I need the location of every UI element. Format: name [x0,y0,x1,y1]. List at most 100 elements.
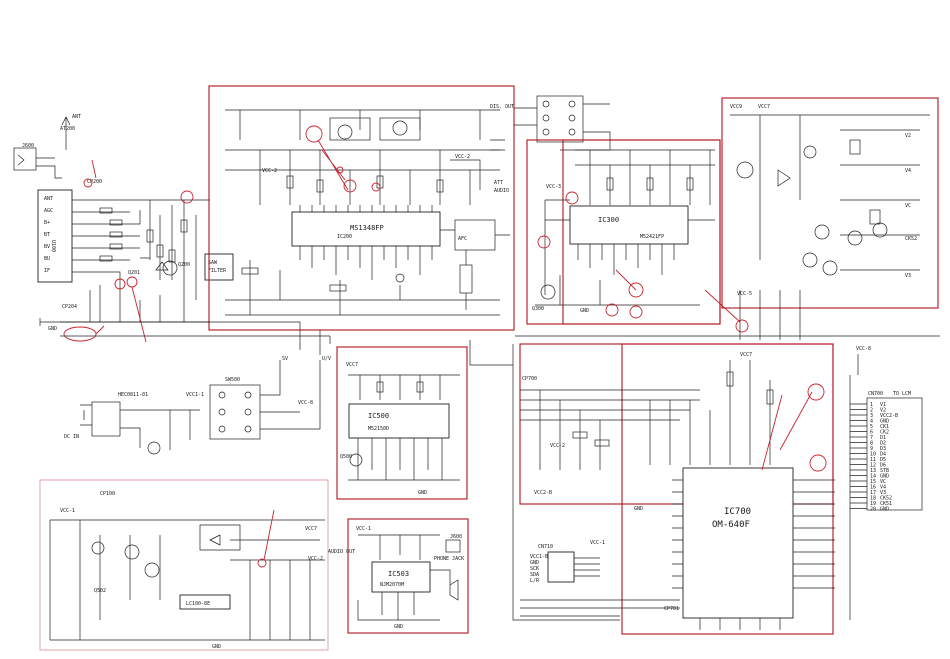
dc-in-label: DC IN [64,434,79,440]
svg-text:GND: GND [634,506,643,512]
vcc2-label: VCC-2 [262,168,277,174]
cn700-pin-number: 7 [870,435,873,441]
to-lcm-label: TO LCM [893,391,911,397]
gnd-ps-label: GND [212,644,221,650]
vcc1-cn-label: VCC-1 [590,540,605,546]
cn700-label: CN700 [868,391,883,397]
vcc9-label: VCC9 [730,104,742,110]
power-switch [209,384,261,440]
ic500-label: IC500 [368,412,389,420]
cn710-connector: CN710 VCC1-B GND SCK SDA L/R VCC-1 [530,540,605,584]
ic700-chip [682,467,794,619]
vcc8-sw-label: VCC-8 [298,400,313,406]
power-supply-outline [39,479,329,651]
gnd-500-label: GND [418,490,427,496]
audio-label: AUDIO [494,188,509,194]
cn700-pin-label: D5 [880,457,886,463]
cn700-pin-label: GND [880,507,889,513]
svg-text:SV: SV [282,356,288,362]
markup-circle [343,179,357,193]
svg-text:J600: J600 [450,534,462,540]
cn700-pin-number: 3 [870,413,873,419]
markup-circle [605,303,619,317]
ms1348fp-label: MS1348FP [350,224,384,232]
vcc7-500-label: VCC7 [346,362,358,368]
ic700-block: CP700 VCC-2 VCC2-B VCC7 IC700 OM-640F CP… [512,343,835,635]
phone-jack-label: PHONE JACK [434,556,464,562]
ic500-chip [348,403,450,439]
cn700-pin-label: V3 [880,490,886,496]
ic503-label: IC503 [388,570,409,578]
markup-circle [629,305,643,319]
cn700-pin-number: 4 [870,419,873,425]
ic500-block: VCC7 IC500 M52150D GND Q500 [336,346,468,500]
svg-text:IF: IF [44,268,50,274]
markup-circle [257,558,267,568]
lc100-8e-chip [179,594,231,610]
svg-text:V4: V4 [905,168,911,174]
cn700-pin-label: D6 [880,463,886,469]
svg-text:L/R: L/R [530,578,540,584]
ic200-label: IC200 [337,234,352,240]
cn700-pin-label: V1 [880,402,886,408]
markup-circle [735,319,749,333]
svg-text:SCK: SCK [530,566,539,572]
dc-jack-label: HEC0811-01 [118,392,148,398]
cp701-label: CP701 [664,606,679,612]
saw-filter [204,253,234,281]
cn700-pin-number: 5 [870,424,873,430]
deflection-block: VCC9 VCC7 V2 V4 VC CK52 V3 VCC-5 [721,97,939,340]
cn700-pin-label: V2 [880,408,886,414]
cn700-pin-label: CK51 [880,501,892,507]
svg-text:CP200: CP200 [87,179,102,185]
markup-circle [807,383,825,401]
gnd-503-label: GND [394,624,403,630]
ic503-block: VCC-1 IC503 NJM2070M J600 PHONE JACK GND… [328,518,469,634]
cn700-pin-number: 10 [870,452,876,458]
cn700-pin-number: 14 [870,474,876,480]
cn700-pin-number: 12 [870,463,876,469]
ic300-label: IC300 [598,216,619,224]
svg-text:Q502: Q502 [94,588,106,594]
ic500-outline [336,346,468,500]
cn700-pin-label: V4 [880,485,886,491]
svg-text:CK52: CK52 [905,236,917,242]
display-switches [514,95,611,151]
svg-text:SDA: SDA [530,572,539,578]
markup-circle [126,276,138,288]
svg-text:VCC1-1: VCC1-1 [186,392,204,398]
vcc2b-700-label: VCC2-B [534,490,552,496]
cn700-pin-number: 6 [870,430,873,436]
vcc2-700-label: VCC-2 [550,443,565,449]
audio-out-label: AUDIO OUT [328,549,355,555]
u100-label: U100 [50,240,56,252]
markup-circle [537,235,551,249]
cn700-pin-label: GND [880,419,889,425]
att-label: ATT [494,180,503,186]
svg-text:BU: BU [44,256,50,262]
power-supply-block: VCC-1 LC100-8E VCC7 VCC-2 GND CP100 Q502 [39,479,329,651]
gnd-300-label: GND [580,308,589,314]
markup-circle [114,278,126,290]
svg-text:GND: GND [530,560,539,566]
markup-circle [628,282,644,298]
j600-label: J600 [22,143,34,149]
vcc3-label: VCC-3 [546,184,561,190]
cn700-pin-number: 16 [870,485,876,491]
cn700-pin-label: CK2 [880,430,889,436]
ic700-outline [621,343,834,635]
cn700-pin-number: 20 [870,507,876,513]
svg-text:BT: BT [44,232,50,238]
svg-text:VC: VC [905,203,911,209]
ic200-outline [208,85,515,331]
ic700-label: IC700 [724,507,751,517]
svg-text:CP100: CP100 [100,491,115,497]
cn700-pin-label: VCC2-B [880,413,898,419]
vcc8-cn-label: VCC-8 [856,346,871,352]
q300-label: Q300 [532,306,544,312]
cn700-pin-number: 9 [870,446,873,452]
cn700-pin-number: 11 [870,457,876,463]
cn700-pin-number: 13 [870,468,876,474]
